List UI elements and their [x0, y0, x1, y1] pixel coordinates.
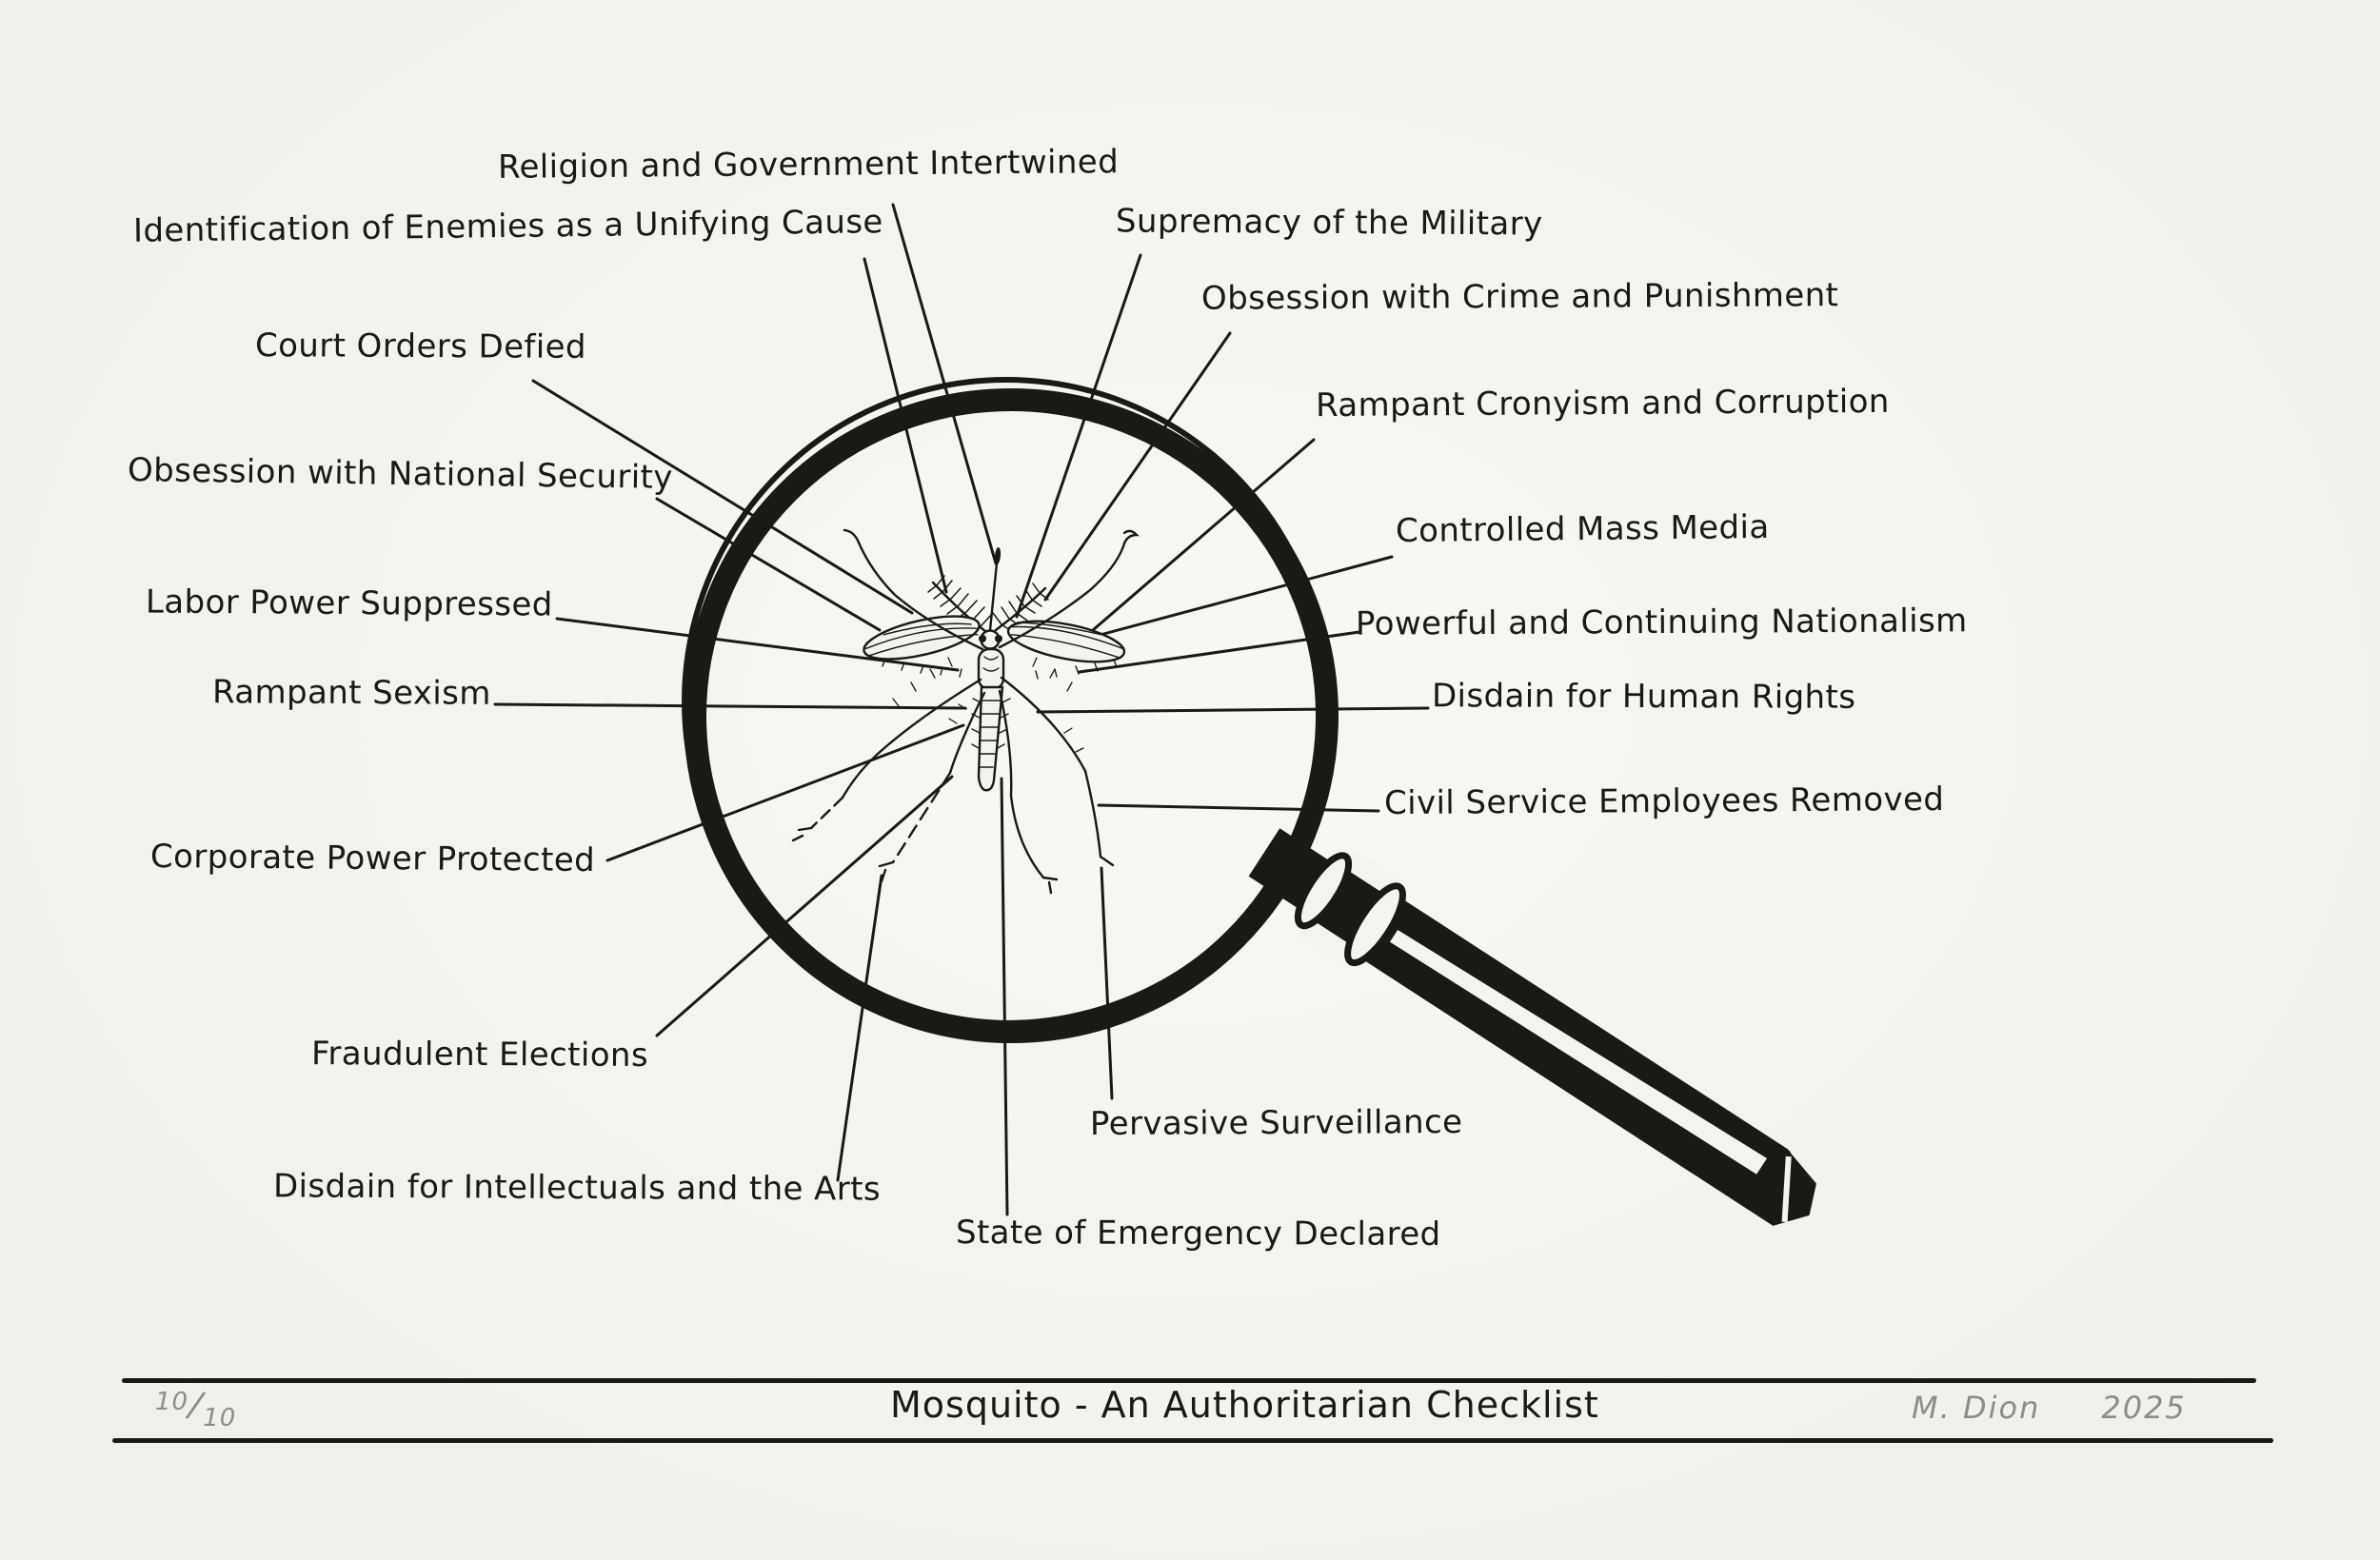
leader-line-religion [891, 203, 998, 565]
callout-label-emergency: State of Emergency Declared [955, 1214, 1441, 1254]
leader-line-elections [655, 775, 954, 1037]
edition-numerator: 10 [155, 1388, 189, 1416]
callout-label-sexism: Rampant Sexism [211, 673, 491, 713]
leader-line-emergency [1000, 777, 1009, 1216]
handle-ring-1 [1294, 852, 1353, 930]
lens-rim-edge [682, 377, 1331, 1026]
artist-name: M. Dion [1912, 1390, 2041, 1426]
mosquito-thorax [977, 647, 1005, 691]
leader-line-mass-media [1066, 555, 1394, 645]
callout-label-surveillance: Pervasive Surveillance [1089, 1102, 1463, 1144]
mosquito-legs [791, 528, 1140, 895]
mosquito-antennae [927, 575, 1049, 635]
handle-ring-2 [1344, 882, 1406, 967]
leader-line-surveillance [1100, 866, 1114, 1100]
callout-label-elections: Fraudulent Elections [310, 1035, 649, 1075]
callout-label-cronyism: Rampant Cronyism and Corruption [1315, 382, 1890, 425]
leader-line-national-security [655, 497, 882, 632]
callout-label-labor-power: Labor Power Suppressed [145, 583, 553, 624]
artwork-title: Mosquito - An Authoritarian Checklist [890, 1384, 1599, 1426]
leader-line-court-orders [531, 379, 914, 615]
callout-label-human-rights: Disdain for Human Rights [1431, 677, 1856, 717]
leader-lines [493, 203, 1430, 1216]
mosquito-wing-right [1006, 620, 1126, 663]
edition-number: 10/10 [155, 1385, 236, 1432]
magnifier-handle [1248, 828, 1816, 1226]
mosquito-proboscis [988, 562, 999, 632]
leader-line-labor-power [555, 617, 960, 672]
edition-denominator: 10 [203, 1404, 237, 1432]
mosquito-wing-left [863, 615, 981, 661]
handle-highlight [1389, 929, 1768, 1175]
callout-label-religion: Religion and Government Intertwined [497, 143, 1120, 187]
magnifying-glass [682, 377, 1816, 1226]
mosquito-abdomen [977, 685, 1004, 792]
leader-line-identification [863, 257, 948, 594]
mosquito-illustration [791, 528, 1140, 895]
artist-signature: M. Dion 2025 [1912, 1390, 2187, 1426]
handle-tip-bevel [1781, 1155, 1792, 1223]
leader-line-cronyism [1091, 438, 1316, 632]
leader-line-intellectuals [836, 874, 883, 1182]
leader-line-human-rights [1036, 706, 1430, 714]
callout-label-court-orders: Court Orders Defied [254, 326, 587, 366]
leader-line-corporate-power [605, 723, 965, 862]
callout-label-civil-service: Civil Service Employees Removed [1383, 780, 1945, 823]
leader-line-nationalism [1078, 630, 1361, 674]
plate-rule-top [122, 1378, 2256, 1383]
callout-label-intellectuals: Disdain for Intellectuals and the Arts [272, 1167, 882, 1209]
callout-label-mass-media: Controlled Mass Media [1395, 507, 1770, 551]
callout-label-nationalism: Powerful and Continuing Nationalism [1355, 602, 1968, 643]
plate-rule-bottom [112, 1438, 2273, 1443]
callout-label-national-security: Obsession with National Security [127, 451, 674, 497]
callout-label-supremacy: Supremacy of the Military [1115, 202, 1543, 244]
handle-tip [1745, 1148, 1816, 1226]
artwork-year: 2025 [2101, 1390, 2187, 1426]
callout-label-crime: Obsession with Crime and Punishment [1200, 276, 1839, 318]
leader-line-civil-service [1097, 803, 1380, 813]
leader-line-supremacy [1015, 253, 1142, 619]
leader-line-crime [1043, 331, 1232, 602]
leader-line-sexism [493, 702, 967, 710]
callout-label-corporate-power: Corporate Power Protected [149, 837, 596, 880]
